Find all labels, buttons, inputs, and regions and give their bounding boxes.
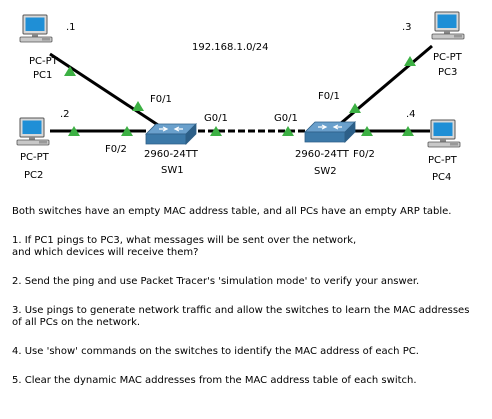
pc1-computer-icon[interactable]	[19, 14, 53, 43]
pc1-name-label: PC1	[33, 70, 52, 81]
sw1-port-g01-label: G0/1	[204, 113, 228, 124]
instructions-panel: Both switches have an empty MAC address …	[12, 206, 487, 404]
subnet-label: 192.168.1.0/24	[192, 42, 269, 53]
pc2-name-label: PC2	[24, 170, 43, 181]
pc3-computer-icon[interactable]	[431, 11, 465, 40]
intro-text: Both switches have an empty MAC address …	[12, 206, 452, 217]
link-up-indicator	[282, 126, 294, 136]
link-up-indicator	[402, 126, 414, 136]
task-5: 5. Clear the dynamic MAC addresses from …	[12, 375, 417, 386]
pc3-name-label: PC3	[438, 67, 457, 78]
sw2-switch-icon[interactable]	[304, 121, 356, 143]
sw1-port-f02-label: F0/2	[105, 144, 127, 155]
sw1-model-label: 2960-24TT	[144, 149, 199, 160]
network-topology-diagram: 192.168.1.0/24 .1 PC-PT PC1 .2 PC-PT PC2…	[16, 11, 465, 183]
sw2-model-label: 2960-24TT	[295, 149, 350, 160]
pc2-computer-icon[interactable]	[16, 117, 50, 146]
link-up-indicator	[404, 56, 416, 66]
link-up-indicator	[68, 126, 80, 136]
sw1-name-label: SW1	[161, 165, 184, 176]
sw1-switch-icon[interactable]	[145, 123, 197, 145]
pc3-host-label: .3	[402, 22, 412, 33]
link-up-indicator	[132, 101, 144, 111]
pc2-host-label: .2	[60, 109, 70, 120]
sw1-port-f01-label: F0/1	[150, 94, 172, 105]
sw2-name-label: SW2	[314, 166, 337, 177]
link-up-indicator	[349, 103, 361, 113]
pc3-type-label: PC-PT	[433, 52, 463, 63]
pc4-type-label: PC-PT	[428, 155, 458, 166]
sw2-port-g01-label: G0/1	[274, 113, 298, 124]
pc4-name-label: PC4	[432, 172, 451, 183]
task-1: 1. If PC1 pings to PC3, what messages wi…	[12, 235, 357, 258]
pc2-type-label: PC-PT	[20, 152, 50, 163]
link-pc1-sw1	[49, 52, 159, 127]
link-up-indicator	[361, 126, 373, 136]
sw2-port-f01-label: F0/1	[318, 91, 340, 102]
link-up-indicator	[210, 126, 222, 136]
task-4: 4. Use 'show' commands on the switches t…	[12, 346, 419, 357]
pc1-host-label: .1	[66, 22, 76, 33]
pc4-computer-icon[interactable]	[427, 119, 461, 148]
task-2: 2. Send the ping and use Packet Tracer's…	[12, 276, 420, 287]
link-up-indicator	[64, 66, 76, 76]
task-3: 3. Use pings to generate network traffic…	[12, 305, 470, 328]
pc1-type-label: PC-PT	[29, 56, 59, 67]
sw2-port-f02-label: F0/2	[353, 149, 375, 160]
link-up-indicator	[121, 126, 133, 136]
pc4-host-label: .4	[406, 109, 416, 120]
